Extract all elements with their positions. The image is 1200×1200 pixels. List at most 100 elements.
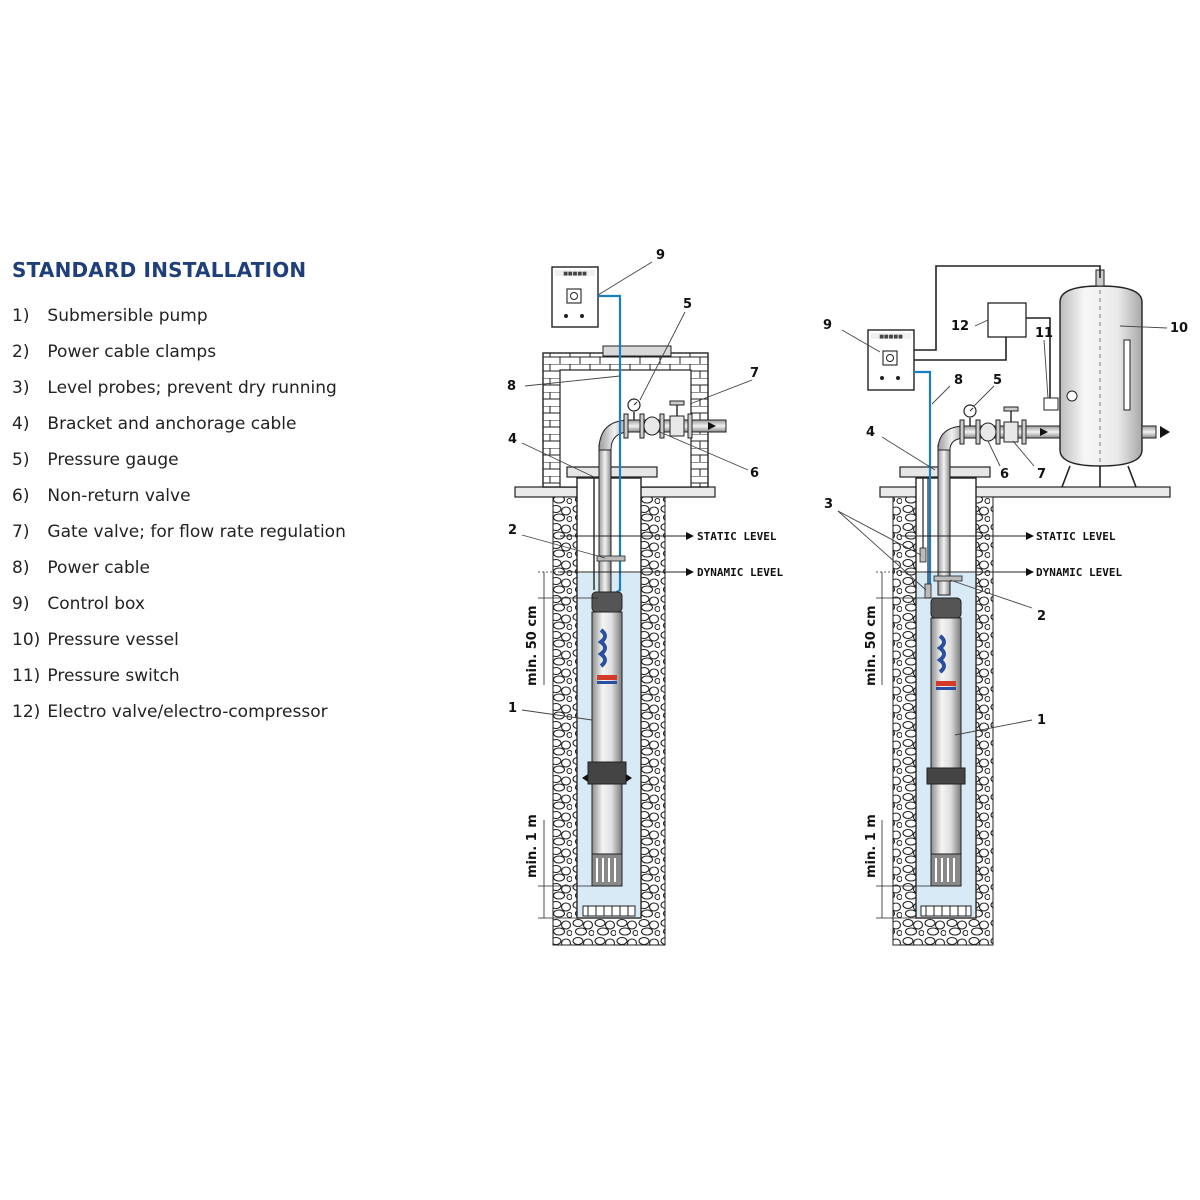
static-level-label: STATIC LEVEL (1036, 530, 1116, 543)
callout-1: 1 (1037, 713, 1046, 728)
submersible-pump (926, 597, 966, 887)
callout-5: 5 (683, 297, 692, 312)
legend-number: 9) (12, 594, 30, 614)
pressure-vessel (1059, 269, 1170, 488)
legend-text: Submersible pump (47, 306, 208, 326)
left-installation: ■■■■■ (514, 261, 753, 946)
callout-4: 4 (866, 425, 875, 440)
legend-number: 1) (12, 306, 30, 326)
min-1m-label: min. 1 m (864, 814, 879, 878)
well-head-plate (566, 466, 658, 478)
dynamic-level-label: DYNAMIC LEVEL (1036, 566, 1122, 579)
static-level-label: STATIC LEVEL (697, 530, 777, 543)
legend-text: Non-return valve (47, 486, 191, 506)
legend-item: 4) Bracket and anchorage cable (12, 414, 482, 450)
ground-line (879, 486, 1171, 498)
legend-item: 2) Power cable clamps (12, 342, 482, 378)
legend-number: 5) (12, 450, 30, 470)
pressure-gauge (627, 398, 641, 420)
legend-number: 12) (12, 702, 41, 722)
submersible-pump (587, 591, 627, 887)
legend-item: 1) Submersible pump (12, 306, 482, 342)
control-box: ■■■■■ (551, 266, 599, 328)
legend-item: 9) Control box (12, 594, 482, 630)
legend-number: 10) (12, 630, 41, 650)
callout-10: 10 (1170, 321, 1188, 336)
legend-text: Control box (47, 594, 145, 614)
well-bottom (920, 905, 972, 917)
legend-text: Level probes; prevent dry running (47, 378, 337, 398)
callout-2: 2 (1037, 609, 1046, 624)
well-bottom (582, 905, 636, 917)
callout-3: 3 (824, 497, 833, 512)
right-callout-labels: 9 12 11 10 8 5 4 6 7 3 2 1 STATIC LEVEL … (823, 318, 1188, 878)
right-installation: ■■■■■ (837, 265, 1171, 946)
legend-number: 2) (12, 342, 30, 362)
callout-6: 6 (750, 466, 759, 481)
legend-list: 1) Submersible pump 2) Power cable clamp… (12, 306, 482, 738)
legend-item: 3) Level probes; prevent dry running (12, 378, 482, 414)
svg-text:■■■■■: ■■■■■ (879, 334, 903, 340)
callout-7: 7 (1037, 467, 1046, 482)
callout-1: 1 (508, 701, 517, 716)
dimension-min-50cm (538, 571, 598, 685)
non-return-valve (979, 422, 997, 442)
legend-number: 3) (12, 378, 30, 398)
callout-11: 11 (1035, 326, 1053, 341)
legend-text: Bracket and anchorage cable (47, 414, 297, 434)
min-50cm-label: min. 50 cm (525, 605, 540, 686)
callout-8: 8 (954, 373, 963, 388)
legend-text: Gate valve; for flow rate regulation (47, 522, 346, 542)
dynamic-level-label: DYNAMIC LEVEL (697, 566, 783, 579)
callout-6: 6 (1000, 467, 1009, 482)
legend-number: 6) (12, 486, 30, 506)
flow-arrow (708, 422, 716, 430)
callout-9: 9 (823, 318, 832, 333)
non-return-valve (643, 416, 661, 436)
legend-text: Electro valve/electro-compressor (47, 702, 328, 722)
legend-item: 12) Electro valve/electro-compressor (12, 702, 482, 738)
legend-number: 11) (12, 666, 41, 686)
callout-2: 2 (508, 523, 517, 538)
legend-item: 8) Power cable (12, 558, 482, 594)
left-callout-labels: 9 5 8 7 4 6 2 1 STATIC LEVEL DYNAMIC LEV… (507, 248, 783, 878)
legend-text: Pressure vessel (47, 630, 179, 650)
gate-valve (669, 400, 685, 437)
flow-arrow (1040, 428, 1048, 436)
intake-arrow-left (582, 774, 588, 782)
legend-number: 7) (12, 522, 30, 542)
callout-5: 5 (993, 373, 1002, 388)
legend-text: Pressure switch (47, 666, 180, 686)
dimension-min-1m (538, 820, 598, 919)
legend-text: Power cable clamps (47, 342, 217, 362)
legend-item: 7) Gate valve; for flow rate regulation (12, 522, 482, 558)
pressure-gauge (963, 404, 977, 426)
legend-item: 10) Pressure vessel (12, 630, 482, 666)
control-box: ■■■■■ (867, 329, 915, 391)
legend-panel: STANDARD INSTALLATION 1) Submersible pum… (12, 258, 482, 738)
dimension-min-1m (876, 820, 936, 919)
callout-12: 12 (951, 319, 969, 334)
cable-clamp (933, 575, 963, 582)
pressure-switch (1043, 390, 1078, 411)
gate-valve (1003, 406, 1019, 443)
page-title: STANDARD INSTALLATION (12, 258, 307, 282)
intake-arrow-right (626, 774, 632, 782)
control-wiring (914, 265, 1101, 398)
legend-text: Power cable (47, 558, 150, 578)
legend-item: 5) Pressure gauge (12, 450, 482, 486)
right-leader-lines (837, 319, 1168, 736)
cable-clamp (596, 555, 626, 562)
svg-text:■■■■■: ■■■■■ (563, 271, 587, 277)
power-cable (914, 370, 932, 590)
callout-8: 8 (507, 379, 516, 394)
callout-4: 4 (508, 432, 517, 447)
legend-number: 4) (12, 414, 30, 434)
left-leader-lines (521, 261, 753, 721)
legend-text: Pressure gauge (47, 450, 179, 470)
legend-item: 11) Pressure switch (12, 666, 482, 702)
min-1m-label: min. 1 m (525, 814, 540, 878)
callout-9: 9 (656, 248, 665, 263)
electro-compressor (987, 302, 1027, 338)
